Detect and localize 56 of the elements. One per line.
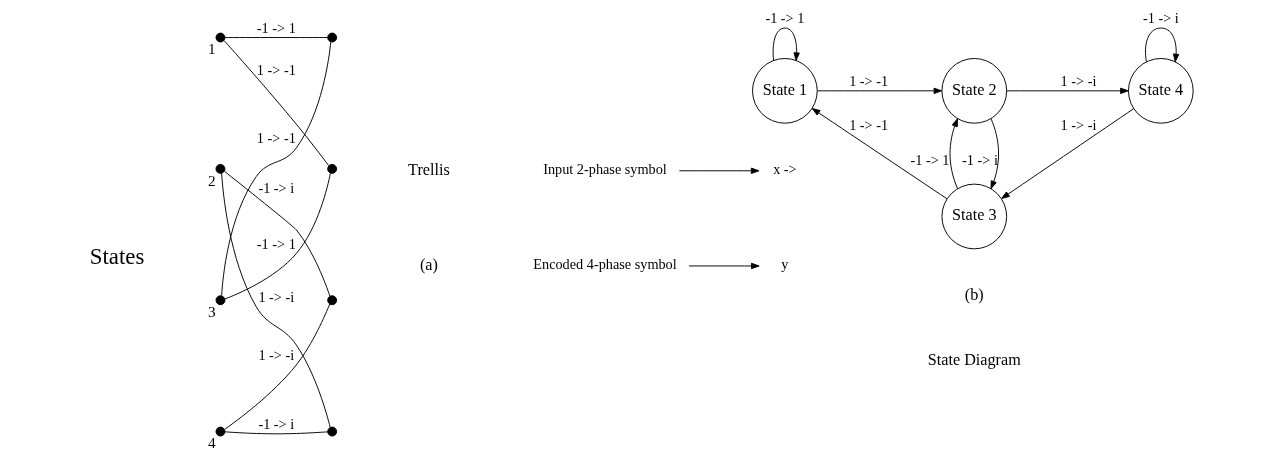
edge-label: -1 -> 1	[256, 235, 296, 252]
connector	[224, 37, 328, 38]
edge-label: -1 -> i	[258, 179, 295, 196]
node-dot	[215, 426, 226, 437]
arrow	[1001, 108, 1135, 199]
label: State Diagram	[927, 351, 1021, 369]
edge-label: 1 -> -1	[849, 73, 889, 90]
arrow	[688, 262, 760, 270]
node-text: y	[781, 256, 789, 273]
node-circle: State 4	[1128, 58, 1194, 124]
arrow	[1006, 87, 1129, 94]
node-dot	[327, 32, 338, 43]
edge-label: -1 -> 1	[256, 19, 296, 36]
edge-label: -1 -> 1	[910, 152, 950, 169]
edge-label: -1 -> i	[1142, 10, 1179, 27]
node-label: 4	[207, 434, 216, 452]
node-label: 3	[207, 302, 216, 320]
arrow	[678, 167, 760, 174]
connector	[223, 40, 330, 167]
edge-label: 1 -> -i	[258, 347, 295, 364]
arrow	[811, 108, 948, 200]
edge-label: 1 -> -1	[256, 130, 296, 147]
connector	[221, 172, 331, 428]
arrow	[949, 118, 959, 190]
edge-label: 1 -> -i	[1060, 116, 1097, 133]
node-label: 2	[207, 171, 216, 189]
edge-label: -1 -> i	[962, 152, 998, 169]
node-label: 1	[207, 40, 216, 58]
label: States	[89, 244, 145, 270]
node-dot	[327, 295, 338, 306]
node-dot	[215, 163, 226, 174]
edge-label: 1 -> -1	[849, 116, 889, 133]
connector	[224, 431, 328, 435]
edge-label: 1 -> -i	[258, 289, 295, 306]
node-dot	[215, 295, 226, 306]
node-text: x ->	[773, 161, 797, 178]
node-circle: State 1	[752, 58, 818, 124]
label: (b)	[964, 286, 984, 304]
edge-label: 1 -> -i	[1060, 73, 1097, 90]
node-dot	[215, 32, 226, 43]
edge-label: -1 -> 1	[765, 10, 805, 27]
edge-label: 1 -> -1	[256, 61, 296, 78]
node-circle: State 2	[941, 58, 1008, 124]
node-dot	[327, 163, 338, 174]
arrow	[772, 27, 800, 61]
arrow	[990, 118, 999, 190]
arrow	[1145, 27, 1180, 63]
node-dot	[327, 426, 338, 437]
edge-label: -1 -> i	[258, 415, 295, 432]
label: (a)	[419, 255, 438, 273]
connector	[221, 41, 332, 296]
connector	[224, 303, 331, 430]
label: Trellis	[408, 160, 450, 178]
node-text: Encoded 4-phase symbol	[533, 256, 677, 273]
node-text: Input 2-phase symbol	[543, 161, 667, 178]
arrow	[817, 87, 943, 94]
